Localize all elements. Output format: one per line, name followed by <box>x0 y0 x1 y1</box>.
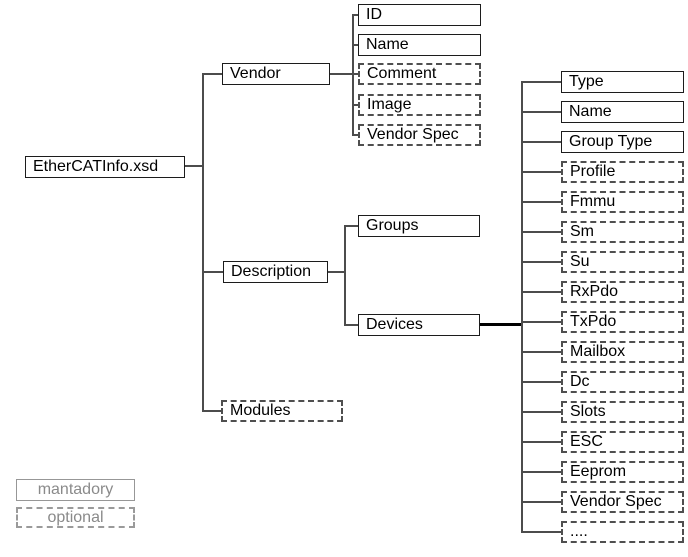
connector-vendor-trunk2 <box>330 73 354 75</box>
node-mailbox: Mailbox <box>561 341 684 363</box>
node-fmmu: Fmmu <box>561 191 684 213</box>
node-eeprom: Eeprom <box>561 461 684 483</box>
node-comment: Comment <box>358 63 481 85</box>
connector-trunk2 <box>352 14 354 136</box>
node-vendor-spec: Vendor Spec <box>358 124 481 146</box>
node-ellipsis: .... <box>561 521 684 543</box>
node-vendor-name: Name <box>358 34 481 56</box>
node-ethercatinfo-xsd: EtherCATInfo.xsd <box>25 156 185 178</box>
connector-branch-vendor-spec2 <box>521 501 561 503</box>
connector-branch-type <box>521 81 561 83</box>
connector-branch-dc <box>521 381 561 383</box>
connector-branch-comment <box>352 73 360 75</box>
node-profile: Profile <box>561 161 684 183</box>
node-id: ID <box>358 4 481 26</box>
connector-branch-vendor-spec <box>352 134 360 136</box>
node-rxpdo: RxPdo <box>561 281 684 303</box>
connector-branch-ellipsis <box>521 531 561 533</box>
connector-description-trunk3 <box>328 271 346 273</box>
connector-branch-txpdo <box>521 321 561 323</box>
node-image: Image <box>358 94 481 116</box>
connector-devices-trunk4 <box>480 323 523 326</box>
connector-branch-devices <box>344 324 358 326</box>
connector-branch-slots <box>521 411 561 413</box>
connector-branch-rxpdo <box>521 291 561 293</box>
connector-trunk4 <box>521 81 523 533</box>
node-groups: Groups <box>358 215 480 237</box>
legend-mandatory: mantadory <box>16 479 135 501</box>
legend-optional: optional <box>16 507 135 528</box>
node-su: Su <box>561 251 684 273</box>
connector-branch-mailbox <box>521 351 561 353</box>
connector-trunk3 <box>344 225 346 326</box>
connector-branch-eeprom <box>521 471 561 473</box>
connector-branch-profile <box>521 171 561 173</box>
connector-branch-modules <box>202 410 222 412</box>
node-devices: Devices <box>358 314 480 336</box>
node-modules: Modules <box>221 400 343 422</box>
node-dc: Dc <box>561 371 684 393</box>
node-type: Type <box>561 71 684 93</box>
node-esc: ESC <box>561 431 684 453</box>
connector-branch-group-type <box>521 141 561 143</box>
connector-branch-su <box>521 261 561 263</box>
connector-branch-groups <box>344 225 358 227</box>
node-description: Description <box>223 261 328 283</box>
connector-branch-description <box>202 271 224 273</box>
node-device-vendor-spec: Vendor Spec <box>561 491 684 513</box>
connector-branch-name <box>352 44 360 46</box>
node-device-name: Name <box>561 101 684 123</box>
connector-branch-image <box>352 104 360 106</box>
connector-trunk1 <box>202 73 204 412</box>
node-vendor: Vendor <box>222 63 330 85</box>
connector-branch-name2 <box>521 111 561 113</box>
node-sm: Sm <box>561 221 684 243</box>
connector-root-trunk1 <box>185 165 204 167</box>
node-txpdo: TxPdo <box>561 311 684 333</box>
connector-branch-sm <box>521 231 561 233</box>
node-group-type: Group Type <box>561 131 684 153</box>
connector-branch-esc <box>521 441 561 443</box>
node-slots: Slots <box>561 401 684 423</box>
connector-branch-id <box>352 14 360 16</box>
connector-branch-fmmu <box>521 201 561 203</box>
connector-branch-vendor <box>202 73 222 75</box>
